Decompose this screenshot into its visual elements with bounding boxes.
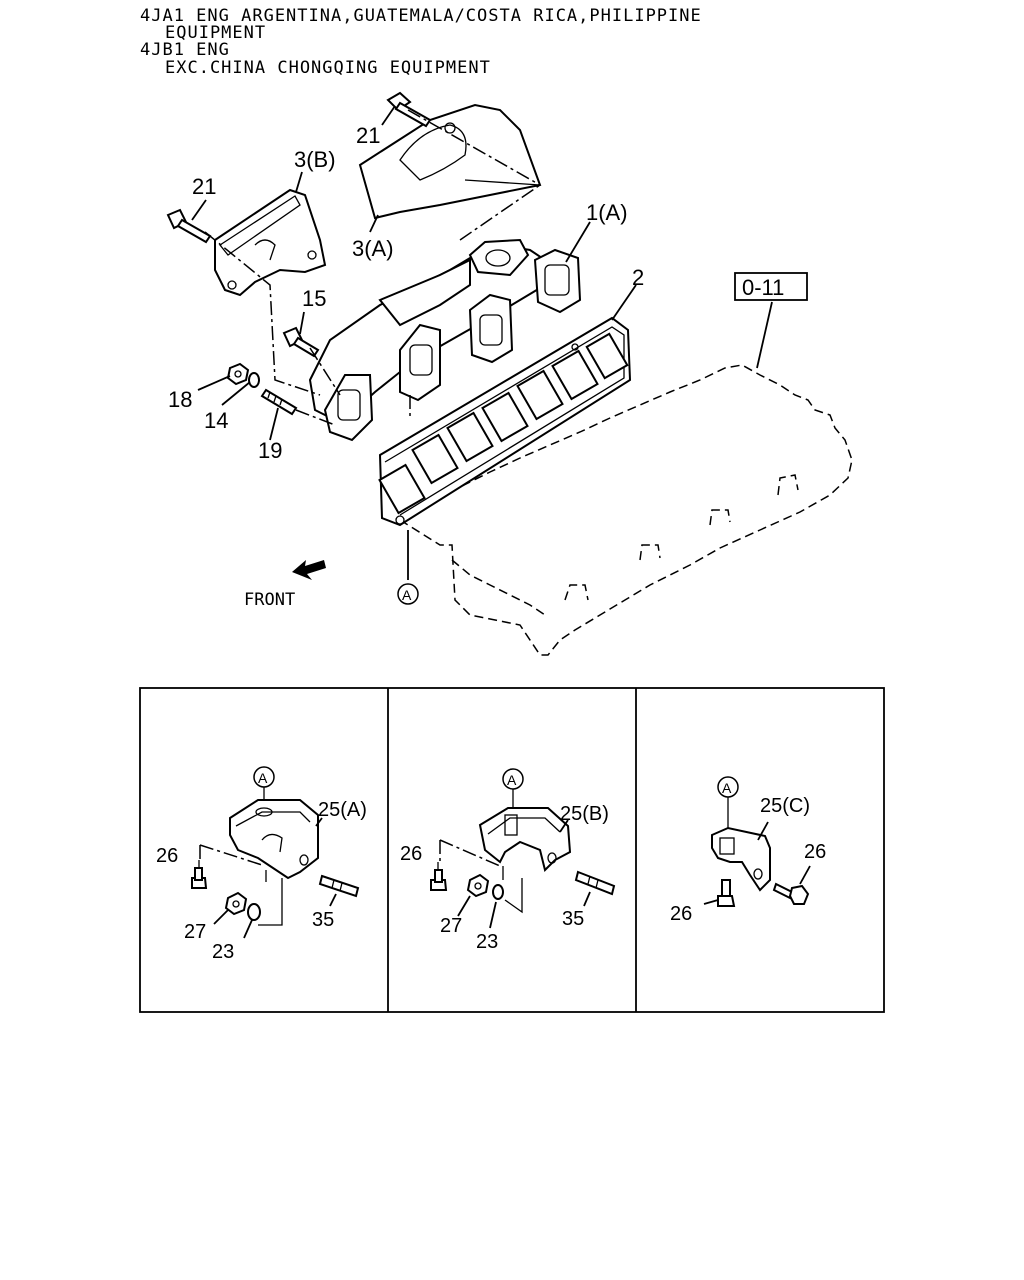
panel2-label-27: 27 xyxy=(440,915,462,937)
panel1-title: 25(A) xyxy=(318,799,367,821)
washer-14 xyxy=(248,372,260,388)
panel1-circle-letter: A xyxy=(258,770,268,786)
label-14: 14 xyxy=(204,408,228,433)
label-18: 18 xyxy=(168,387,192,412)
label-15: 15 xyxy=(302,286,326,311)
front-arrow-icon xyxy=(292,560,326,580)
bolt-21-left xyxy=(166,208,212,244)
header-line-4: EXC.CHINA CHONGQING EQUIPMENT xyxy=(165,58,491,78)
panel1-label-27: 27 xyxy=(184,921,206,943)
circle-a-letter: A xyxy=(402,587,412,603)
panel2-label-23: 23 xyxy=(476,931,498,953)
detail-panel-25b: A 25(B) 26 35 27 23 xyxy=(400,768,616,953)
detail-panel-frame xyxy=(139,687,885,1013)
exhaust-manifold-gasket xyxy=(378,316,632,527)
panel3-label-26-left: 26 xyxy=(670,903,692,925)
label-ref: 0-11 xyxy=(742,275,784,300)
label-2: 2 xyxy=(632,265,644,290)
label-3a: 3(A) xyxy=(352,236,394,261)
bolt-21-top xyxy=(386,91,432,128)
panel2-circle-letter: A xyxy=(507,772,517,788)
label-21-top: 21 xyxy=(356,123,380,148)
header-line-3: 4JB1 ENG xyxy=(140,40,230,60)
nut-18 xyxy=(226,362,250,386)
panel2-title: 25(B) xyxy=(560,803,609,825)
label-front: FRONT xyxy=(244,590,295,610)
label-1a: 1(A) xyxy=(586,200,628,225)
cylinder-head-outline xyxy=(398,364,853,656)
panel2-label-26: 26 xyxy=(400,843,422,865)
panel3-title: 25(C) xyxy=(760,795,810,817)
panel2-label-35: 35 xyxy=(562,908,584,930)
panel3-label-26-right: 26 xyxy=(804,841,826,863)
label-3b: 3(B) xyxy=(294,147,336,172)
panel1-label-23: 23 xyxy=(212,941,234,963)
stud-19 xyxy=(260,388,298,416)
label-21-left: 21 xyxy=(192,174,216,199)
panel1-label-26: 26 xyxy=(156,845,178,867)
header-line-1: 4JA1 ENG ARGENTINA,GUATEMALA/COSTA RICA,… xyxy=(140,6,702,26)
header-line-2: EQUIPMENT xyxy=(165,23,267,43)
heat-shield-3b xyxy=(214,188,327,297)
label-19: 19 xyxy=(258,438,282,463)
detail-panel-25c: A 25(C) 26 26 xyxy=(670,776,826,925)
panel1-label-35: 35 xyxy=(312,909,334,931)
leader-lines xyxy=(191,105,773,580)
detail-panel-25a: A 25(A) 26 35 27 23 xyxy=(156,766,367,963)
panel3-circle-letter: A xyxy=(722,780,732,796)
reference-box xyxy=(734,272,808,301)
heat-shield-3a xyxy=(358,103,542,220)
circle-a-marker xyxy=(397,583,419,605)
